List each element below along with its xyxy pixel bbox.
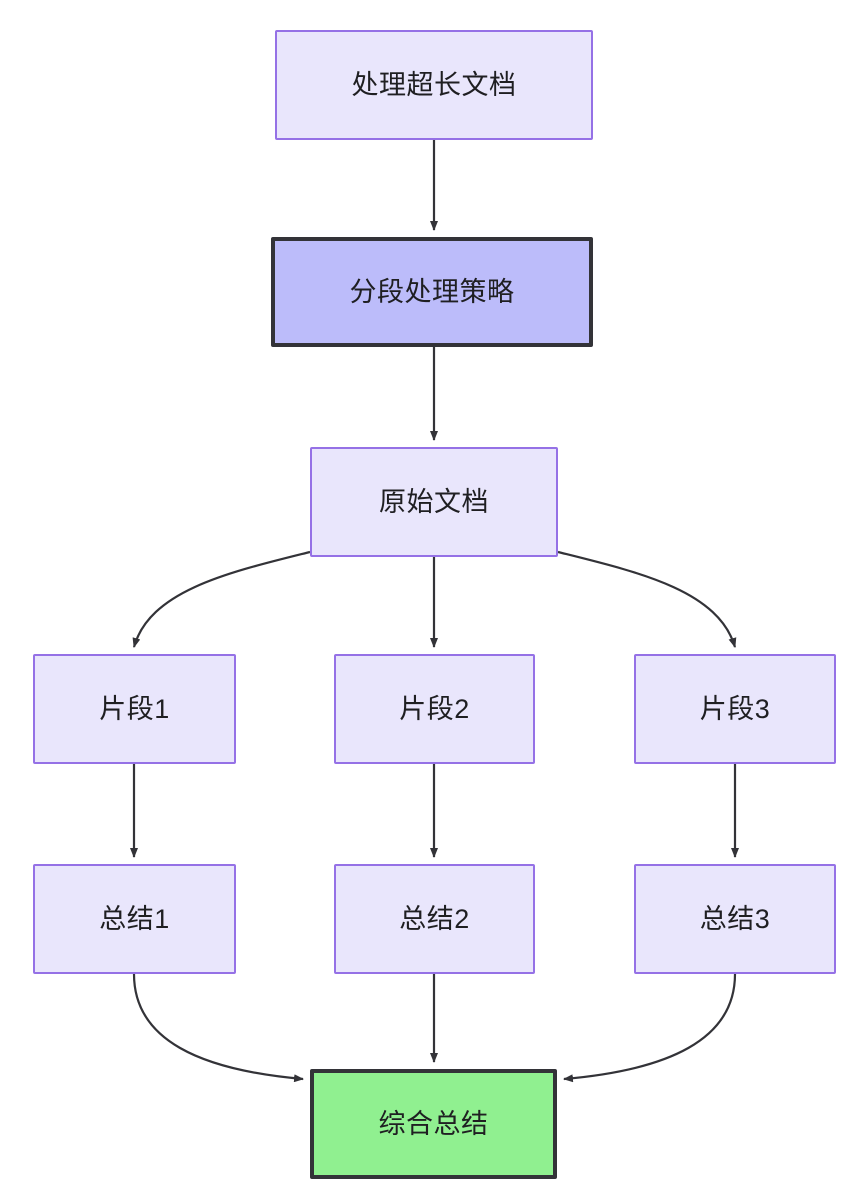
node-fragment-2-label: 片段2: [399, 693, 470, 724]
node-summary-1-label: 总结1: [99, 903, 170, 934]
node-summary-3[interactable]: 总结3: [634, 864, 836, 974]
node-summary-3-label: 总结3: [699, 903, 771, 934]
node-fragment-3[interactable]: 片段3: [634, 654, 836, 764]
node-source-doc-label: 原始文档: [379, 486, 489, 517]
node-summary-2-label: 总结2: [399, 903, 470, 934]
node-summary-1[interactable]: 总结1: [33, 864, 236, 974]
node-final-summary-label: 综合总结: [378, 1108, 489, 1139]
node-fragment-2[interactable]: 片段2: [334, 654, 535, 764]
edge-summary-1-to-final-summary: [132, 973, 304, 1083]
node-chunk-strategy-label: 分段处理策略: [349, 276, 515, 307]
node-fragment-1-label: 片段1: [99, 693, 170, 724]
node-fragment-1[interactable]: 片段1: [33, 654, 236, 764]
node-source-doc[interactable]: 原始文档: [310, 447, 558, 557]
node-doc-task-label: 处理超长文档: [351, 69, 517, 100]
node-summary-2[interactable]: 总结2: [334, 864, 535, 974]
edge-source-doc-to-fragment-1: [132, 550, 311, 648]
edge-summary-3-to-final-summary: [563, 973, 737, 1083]
node-fragment-3-label: 片段3: [699, 693, 771, 724]
edge-source-doc-to-fragment-3: [557, 550, 737, 648]
node-chunk-strategy[interactable]: 分段处理策略: [271, 237, 593, 347]
node-final-summary[interactable]: 综合总结: [310, 1069, 557, 1179]
node-doc-task[interactable]: 处理超长文档: [275, 30, 593, 140]
